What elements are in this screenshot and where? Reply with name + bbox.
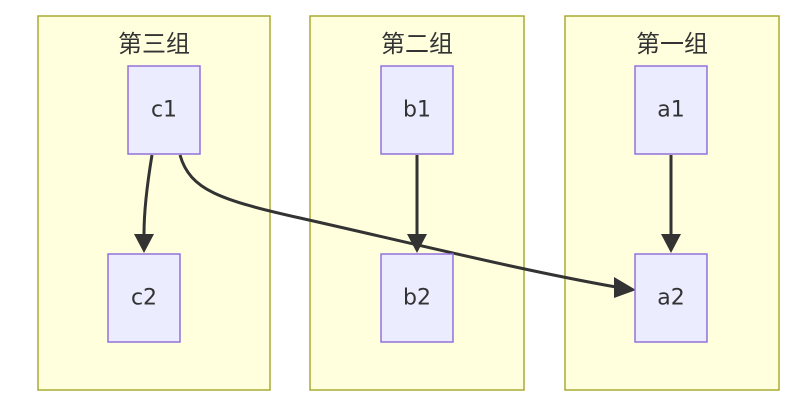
edge-c1-c2-line [142, 154, 154, 235]
edge-c1-a2-arrowhead [614, 277, 636, 298]
node-a1-box [634, 65, 708, 155]
edge-a1-a2 [661, 155, 681, 253]
edge-c1-a2-line [178, 154, 617, 289]
node-c1-label: c1 [151, 98, 177, 123]
node-b1-box [380, 65, 454, 155]
edge-b1-b2 [407, 155, 427, 253]
edge-b1-b2-arrowhead [407, 234, 427, 253]
node-b1: b1 [380, 65, 454, 155]
node-a1: a1 [634, 65, 708, 155]
node-c1-box [127, 65, 201, 155]
edge-c1-c2 [134, 154, 154, 253]
node-c2: c2 [107, 253, 181, 343]
node-c2-label: c2 [131, 286, 157, 311]
node-b2: b2 [380, 253, 454, 343]
node-a1-label: a1 [657, 98, 684, 123]
edge-c1-c2-arrowhead [134, 234, 154, 253]
cluster-group1-title: 第一组 [636, 30, 708, 58]
node-c2-box [107, 253, 181, 343]
node-a2-box [634, 253, 708, 343]
node-a2-label: a2 [657, 286, 684, 311]
node-b1-label: b1 [403, 98, 431, 123]
cluster-group2-title: 第二组 [381, 30, 453, 58]
node-b2-label: b2 [403, 286, 431, 311]
node-c1: c1 [127, 65, 201, 155]
edge-c1-a2 [178, 154, 636, 298]
cluster-group3-title: 第三组 [118, 30, 190, 58]
node-a2: a2 [634, 253, 708, 343]
edge-a1-a2-arrowhead [661, 234, 681, 253]
node-b2-box [380, 253, 454, 343]
